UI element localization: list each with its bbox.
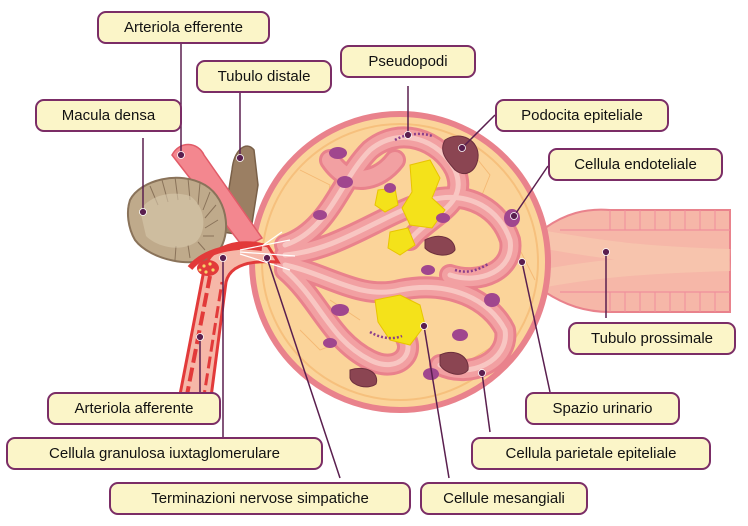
label-tubulo-prossimale: Tubulo prossimale — [568, 322, 736, 355]
label-arteriola-afferente: Arteriola afferente — [47, 392, 221, 425]
label-cellula-endoteliale: Cellula endoteliale — [548, 148, 723, 181]
label-terminazioni-nervose: Terminazioni nervose simpatiche — [109, 482, 411, 515]
label-cellula-granulosa: Cellula granulosa iuxtaglomerulare — [6, 437, 323, 470]
proximal-tubule — [545, 210, 730, 312]
label-macula-densa: Macula densa — [35, 99, 182, 132]
label-podocita-epiteliale: Podocita epiteliale — [495, 99, 669, 132]
label-cellule-mesangiali: Cellule mesangiali — [420, 482, 588, 515]
label-tubulo-distale: Tubulo distale — [196, 60, 332, 93]
granular-cells — [197, 260, 219, 276]
label-spazio-urinario: Spazio urinario — [525, 392, 680, 425]
label-arteriola-efferente: Arteriola efferente — [97, 11, 270, 44]
label-pseudopodi: Pseudopodi — [340, 45, 476, 78]
label-cellula-parietale-epiteliale: Cellula parietale epiteliale — [471, 437, 711, 470]
